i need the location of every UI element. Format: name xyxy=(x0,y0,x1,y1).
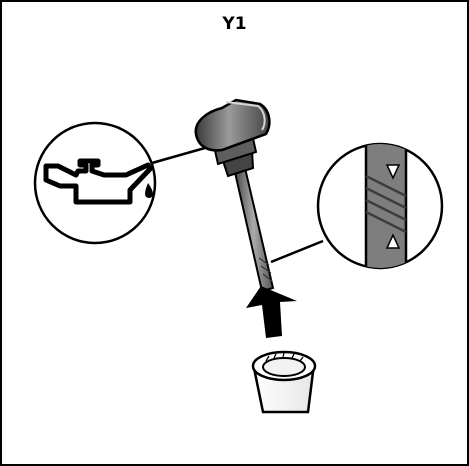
max-level-mark xyxy=(385,164,401,180)
oil-can-leader-line xyxy=(151,144,213,165)
filler-tube xyxy=(251,350,317,414)
zoom-leader-line xyxy=(270,239,324,264)
dipstick-zoom-callout xyxy=(316,142,444,270)
figure-title: Y1 xyxy=(222,14,247,34)
dipstick-cap xyxy=(194,98,271,178)
dipstick-level-marks-icon xyxy=(364,144,408,268)
min-level-mark xyxy=(385,233,401,249)
insert-arrow-icon xyxy=(246,286,297,338)
oil-can-icon xyxy=(43,158,153,205)
dipstick-rod xyxy=(232,167,275,293)
oil-can-callout xyxy=(33,121,157,245)
